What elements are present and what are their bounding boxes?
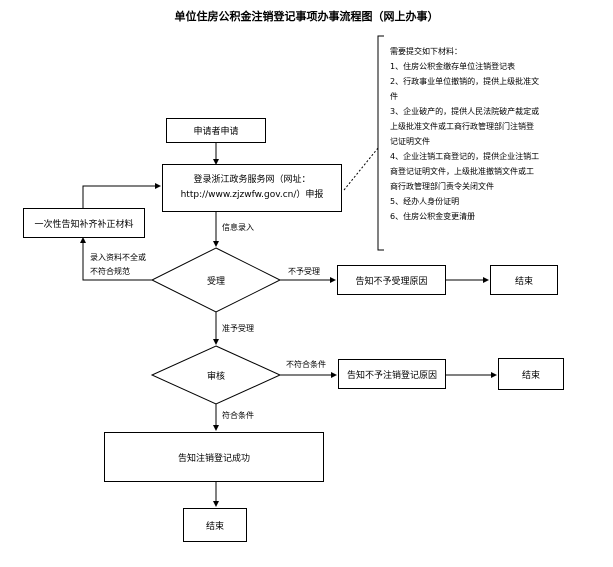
page-title: 单位住房公积金注销登记事项办事流程图（网上办事） bbox=[174, 10, 439, 23]
notify-reject-box: 告知不予受理原因 bbox=[337, 265, 446, 295]
materials-item: 1、住房公积金缴存单位注销登记表 bbox=[390, 62, 516, 71]
end-box-2: 结束 bbox=[498, 358, 564, 390]
materials-item: 6、住房公积金变更清册 bbox=[390, 212, 476, 221]
materials-item: 件 bbox=[390, 92, 398, 101]
accept-ok-label: 准予受理 bbox=[222, 324, 254, 333]
materials-item: 上级批准文件或工商行政管理部门注销登 bbox=[390, 122, 534, 131]
materials-heading: 需要提交如下材料： bbox=[390, 47, 462, 56]
supplement-box: 一次性告知补齐补正材料 bbox=[23, 208, 145, 238]
materials-item: 3、企业破产的，提供人民法院破产裁定或 bbox=[390, 107, 540, 116]
incomplete-label-1: 录入资料不全或 bbox=[90, 253, 146, 262]
success-label: 告知注销登记成功 bbox=[177, 453, 250, 464]
notify-no-cancel-label: 告知不予注销登记原因 bbox=[346, 370, 437, 381]
login-box: 登录浙江政务服务网（网址： http://www.zjzwfw.gov.cn/）… bbox=[162, 164, 342, 212]
supplement-label: 一次性告知补齐补正材料 bbox=[34, 219, 134, 230]
materials-item: 商登记证明文件，上级批准撤销文件或工 bbox=[390, 167, 534, 176]
not-accept-label: 不予受理 bbox=[288, 267, 320, 276]
end-box-1: 结束 bbox=[490, 265, 558, 295]
accept-label: 受理 bbox=[206, 277, 225, 287]
conform-label: 符合条件 bbox=[222, 411, 254, 420]
materials-item: 2、行政事业单位撤销的，提供上级批准文 bbox=[390, 77, 540, 86]
end-label-1: 结束 bbox=[514, 276, 533, 287]
materials-item: 4、企业注销工商登记的，提供企业注销工 bbox=[390, 152, 540, 161]
info-entry-label: 信息录入 bbox=[222, 223, 254, 232]
materials-list: 需要提交如下材料： 1、住房公积金缴存单位注销登记表 2、行政事业单位撤销的，提… bbox=[390, 44, 610, 224]
success-box: 告知注销登记成功 bbox=[104, 432, 324, 482]
not-conform-label: 不符合条件 bbox=[286, 360, 326, 369]
materials-item: 商行政管理部门责令关闭文件 bbox=[390, 182, 494, 191]
notify-reject-label: 告知不予受理原因 bbox=[355, 276, 428, 287]
dotted-connector bbox=[343, 147, 379, 191]
applicant-label: 申请者申请 bbox=[193, 127, 239, 137]
review-label: 审核 bbox=[206, 372, 225, 382]
login-line2: http://www.zjzwfw.gov.cn/）申报 bbox=[180, 190, 324, 200]
materials-item: 记证明文件 bbox=[390, 137, 430, 146]
applicant-box: 申请者申请 bbox=[166, 118, 266, 143]
incomplete-label-2: 不符合规范 bbox=[90, 267, 130, 276]
end-box-3: 结束 bbox=[183, 508, 247, 542]
materials-bracket bbox=[377, 35, 384, 251]
notify-no-cancel-box: 告知不予注销登记原因 bbox=[338, 359, 446, 389]
end-label-3: 结束 bbox=[205, 521, 224, 532]
login-line1: 登录浙江政务服务网（网址： bbox=[193, 175, 311, 185]
end-label-2: 结束 bbox=[521, 370, 540, 381]
materials-item: 5、经办人身份证明 bbox=[390, 197, 460, 206]
